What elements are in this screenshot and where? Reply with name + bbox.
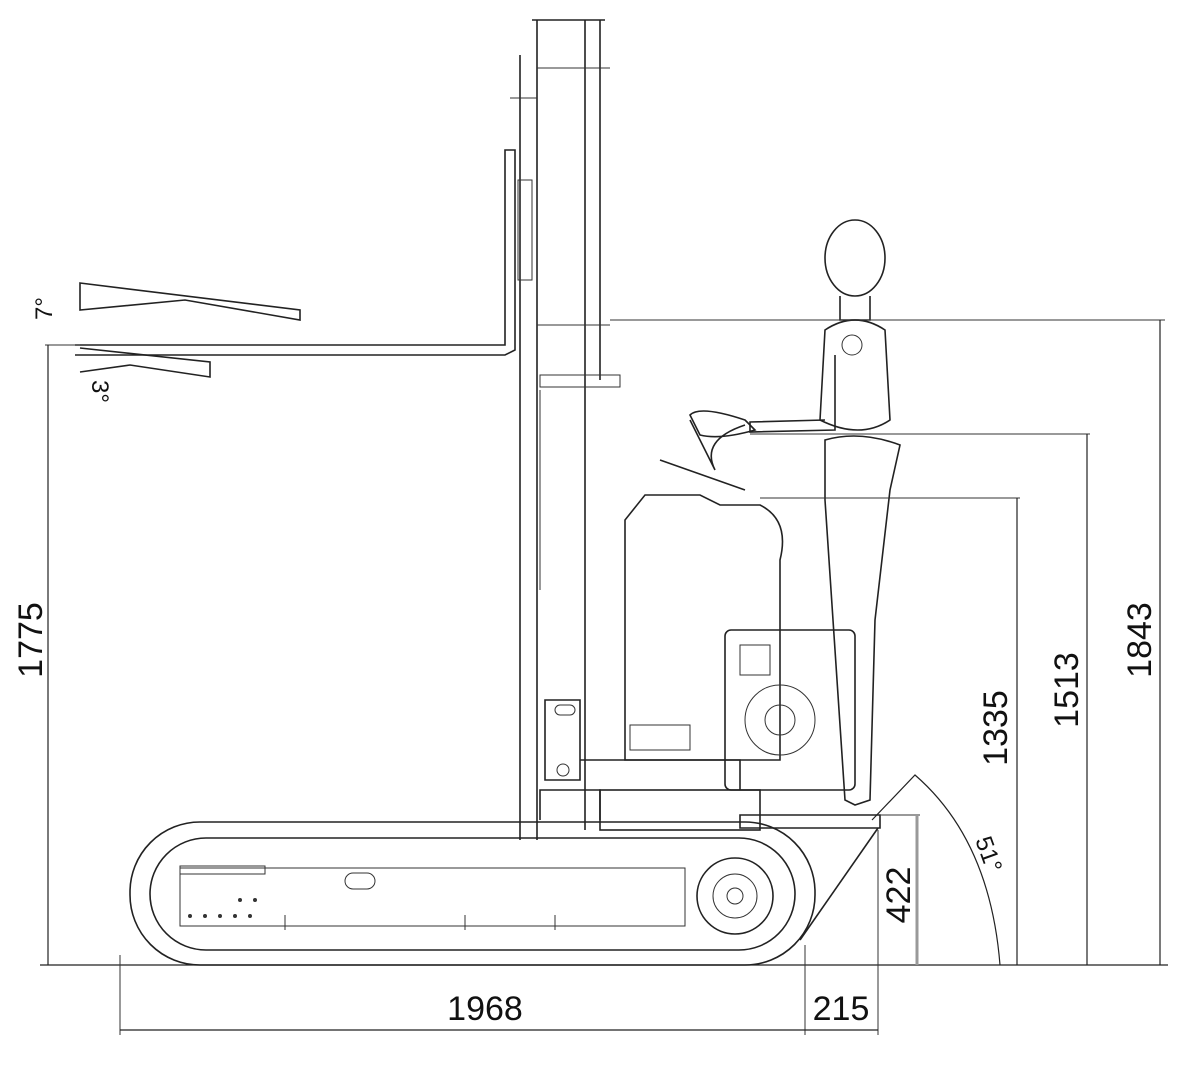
approach-angle-label: 51° (969, 833, 1007, 876)
dimension-lines (47, 320, 1161, 1031)
chassis (539, 699, 881, 831)
operator-body (624, 410, 856, 791)
fork-tilt-down-label: 3° (86, 380, 113, 403)
extension-lines (45, 319, 1165, 1035)
rear-overhang-dimension: 215 (813, 990, 870, 1028)
forks (75, 149, 516, 378)
platform-height-dimension: 422 (880, 867, 918, 924)
fork-height-dimension: 1775 (12, 602, 50, 678)
seat-height-dimension: 1335 (977, 690, 1015, 766)
overall-height-dimension: 1843 (1121, 602, 1159, 678)
operator-figure (749, 219, 901, 806)
mast (510, 19, 621, 840)
track-length-dimension: 1968 (447, 990, 523, 1028)
fork-tilt-up-label: 7° (31, 297, 58, 320)
crawler-track (129, 821, 879, 966)
hand-height-dimension: 1513 (1048, 652, 1086, 728)
